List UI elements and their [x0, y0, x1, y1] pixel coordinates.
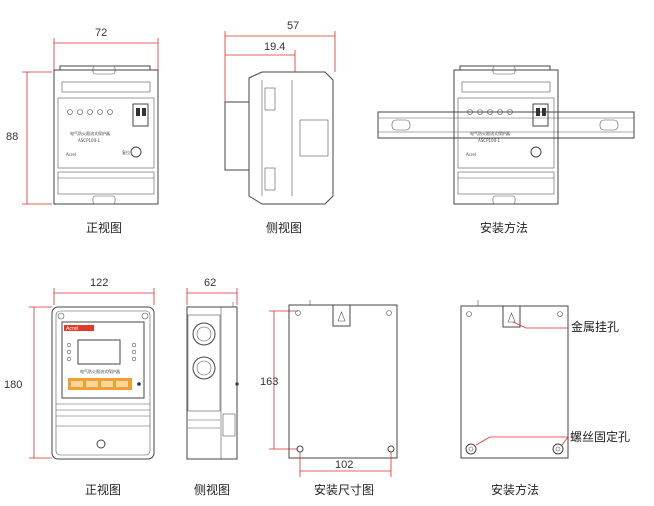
caption-side-1: 侧视图 [266, 220, 302, 235]
reset-label-small: 复位 [122, 149, 130, 155]
caption-side-2: 侧视图 [194, 482, 230, 497]
install-device-model: ASCP100-1 [478, 138, 501, 143]
install-brand: Acrel [466, 152, 476, 157]
dim-label-102: 102 [335, 459, 353, 471]
din-rail [377, 111, 635, 139]
caption-install-size: 安装尺寸图 [314, 482, 374, 497]
brand-badge [64, 325, 94, 331]
dim-label-122: 122 [90, 277, 108, 289]
front-body [53, 69, 159, 205]
front-view-small: 72 88 电气防火限流式保护器 ASCP100-1 Acrel 复位 正视图 [6, 27, 159, 235]
device-name-small: 电气防火限流式保护器 [70, 130, 110, 136]
leader-hang-hole [512, 321, 568, 329]
caption-install-1: 安装方法 [480, 220, 528, 235]
side-front-cover [224, 101, 250, 171]
install-view-large: 金属挂孔 螺丝固定孔 安装方法 [460, 300, 630, 497]
callout-screw-hole: 螺丝固定孔 [570, 429, 630, 444]
brand-small: Acrel [66, 152, 76, 157]
dim-label-163: 163 [260, 376, 278, 388]
install-device-body [453, 69, 559, 205]
dim-label-72: 72 [95, 27, 107, 39]
dim-label-57: 57 [287, 20, 299, 32]
front-view-large: 122 180 Acrel 电气防火限流式保护器 正视图 [4, 277, 155, 497]
terminal-block [132, 103, 149, 127]
dim-label-88: 88 [6, 131, 18, 143]
back-plate [288, 304, 398, 459]
front-panel [61, 321, 145, 399]
hang-hole [332, 305, 351, 327]
top-clip [92, 65, 116, 75]
dim-label-180: 180 [4, 379, 22, 391]
lcd-display [77, 339, 121, 365]
side-view-large: 62 侧视图 [186, 277, 239, 497]
install-device-name: 电气防火限流式保护器 [470, 130, 510, 136]
callout-hang-hole: 金属挂孔 [571, 319, 619, 334]
dim-label-62: 62 [204, 277, 216, 289]
install-back-plate [460, 305, 569, 459]
reset-button-small [130, 146, 142, 158]
dim-label-19-4: 19.4 [264, 41, 285, 53]
install-view-small: 电气防火限流式保护器 ASCP100-1 Acrel 安装方法 [377, 65, 635, 235]
install-size-view: 163 102 安装尺寸图 [260, 300, 398, 497]
large-front-body [51, 306, 155, 460]
side-view-small: 57 19.4 侧视图 [224, 20, 336, 235]
side-body [248, 71, 334, 205]
caption-front-1: 正视图 [86, 220, 122, 235]
caption-install-2: 安装方法 [491, 482, 539, 497]
device-model-small: ASCP100-1 [78, 138, 101, 143]
leader-screw-hole [475, 436, 568, 446]
brand-large: Acrel [66, 326, 79, 332]
device-name-large: 电气防火限流式保护器 [80, 368, 120, 374]
indicator-leds [67, 109, 113, 115]
caption-front-2: 正视图 [85, 482, 121, 497]
